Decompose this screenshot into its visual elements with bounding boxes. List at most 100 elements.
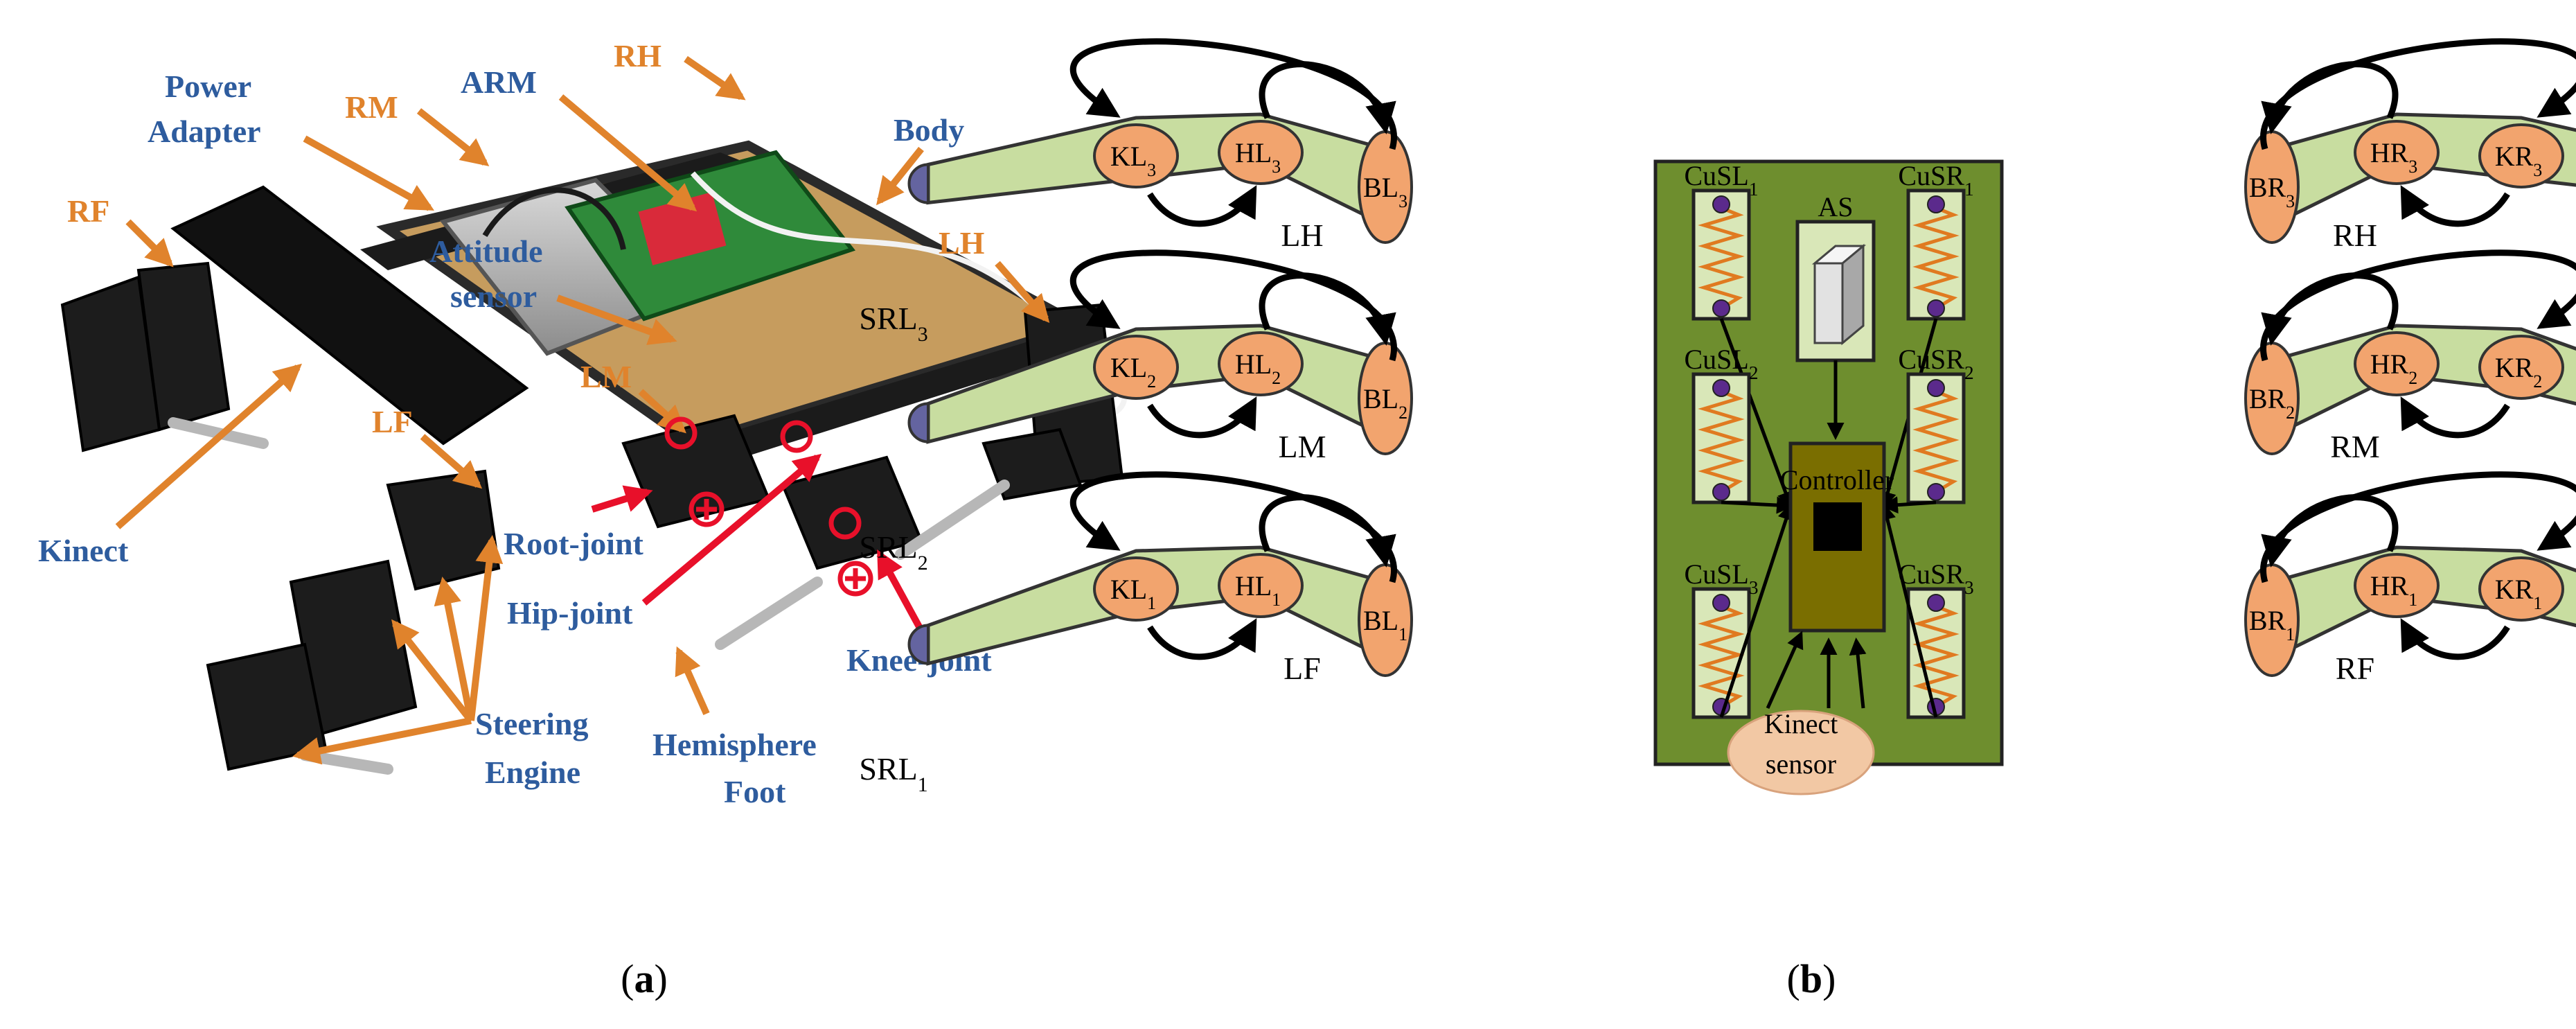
hip-joint [1218,553,1304,618]
foot-cap [907,624,930,665]
kinect-device [170,185,529,446]
label-power-adapter-1: Power [165,69,251,104]
cus-label: CuSR3 [1898,559,1973,598]
cus-label: CuSR2 [1898,344,1973,383]
sole-label: SRL3 [859,301,927,346]
label-hip-joint: Hip-joint [507,595,633,631]
hip-control-arrow [1259,494,1396,568]
leg-rh: KR3HR3BR3RHSRR3 [2244,38,2576,253]
hip-joint-label: HL3 [1235,137,1281,177]
hip-joint-label: HL2 [1235,349,1281,388]
joint-markers [664,416,873,597]
sensor-dot [1927,195,1945,213]
knee-joint [2478,335,2564,400]
label-root-joint: Root-joint [504,526,644,561]
feedback-arrow [1147,396,1257,439]
label-lh: LH [939,225,985,261]
cus-cusr2: CuSR2 [1881,344,1974,514]
legs-layer: KL3HL3BL3LHSRL3KL2HL2BL2LMSRL2KL1HL1BL1L… [859,38,2576,796]
knee-joint-label: KL2 [1110,352,1156,392]
cus-label: CuSR1 [1898,160,1973,200]
signal-arrow [1719,318,1794,509]
kinect-sensor-line1: Kinect [1764,708,1838,739]
label-body: Body [894,112,964,148]
as-label: AS [1818,191,1853,222]
as-sensor: AS [1795,191,1876,440]
cus-label: CuSL3 [1684,559,1758,598]
cus-cusl1: CuSL1 [1684,160,1794,509]
knee-joint-label: KR1 [2495,574,2543,613]
signal-arrow [1878,502,1938,718]
base-joint-label: BL1 [1363,605,1407,644]
hip-control-arrow [1259,61,1396,134]
knee-joint [1093,335,1179,400]
knee-joint-label: KL1 [1110,574,1156,613]
label-steering-1: Steering [475,706,589,741]
sole-label: SRL1 [859,751,927,796]
hip-joint [1218,120,1304,185]
leg-name-label: LM [1279,429,1326,464]
cus-cusr3: CuSR3 [1878,502,1974,719]
leg-rm: KR2HR2BR2RMSRR2 [2244,249,2576,464]
label-attitude-1: Attitude [429,234,543,269]
hip-joint-label: HL1 [1235,570,1281,610]
spring [1912,389,1960,494]
knee-joint-label: KL3 [1110,141,1156,180]
steering-arrows [292,535,504,765]
knee-joint [1093,123,1179,188]
knee-joint [2478,556,2564,622]
label-hemisphere-1: Hemisphere [652,727,817,762]
caption-a: (a) [621,956,668,1001]
knee-joint-label: KR3 [2495,141,2543,180]
base-joint-label: BR3 [2249,172,2295,211]
spring [1698,206,1745,310]
controller-label: Controller [1780,464,1894,495]
arm-chip [638,192,727,265]
label-rm: RM [345,89,398,125]
hip-joint [2354,553,2440,618]
kinect-sensor-line2: sensor [1766,748,1836,780]
sole-label: SRL2 [859,529,927,574]
caption-b: (b) [1787,956,1836,1001]
cus-cusl2: CuSL2 [1684,344,1794,514]
label-attitude-2: sensor [450,279,537,314]
signal-arrow [1719,502,1795,718]
feedback-arrow [1147,618,1257,660]
hip-joint [2354,331,2440,396]
hip-control-arrow [2261,494,2399,568]
hip-joint [2354,120,2440,185]
feedback-arrow [1147,185,1257,227]
spring [1698,604,1745,709]
base-joint-label: BR2 [2249,383,2295,423]
sensor-dot [1927,379,1945,397]
feedback-arrow [2400,396,2510,439]
sensor-dot [1712,195,1730,213]
leg-name-label: LF [1283,651,1321,686]
spring [1698,389,1745,494]
robot-photo [60,140,1127,775]
controller: Controller [1780,441,1894,633]
label-hemisphere-2: Foot [724,774,786,809]
label-rf: RF [67,193,109,229]
label-kinect: Kinect [38,533,129,568]
cus-label: CuSL1 [1684,160,1758,200]
spring [1912,206,1960,310]
cus-cusl3: CuSL3 [1684,502,1795,719]
leg-name-label: LH [1281,218,1323,253]
sensor-dot [1712,483,1730,501]
sensor-dot [1927,594,1945,612]
feedback-arrow [2400,618,2510,660]
knee-joint-label: KR2 [2495,352,2543,392]
base-joint-label: BL2 [1363,383,1407,423]
label-power-adapter-2: Adapter [148,114,261,149]
knee-joint [2478,123,2564,188]
hip-joint-label: HR1 [2370,570,2418,610]
label-arm: ARM [461,64,537,100]
leg-rf: KR1HR1BR1RFSRR1 [2244,471,2576,686]
hip-joint-label: HR2 [2370,349,2418,388]
label-lf: LF [372,404,413,439]
